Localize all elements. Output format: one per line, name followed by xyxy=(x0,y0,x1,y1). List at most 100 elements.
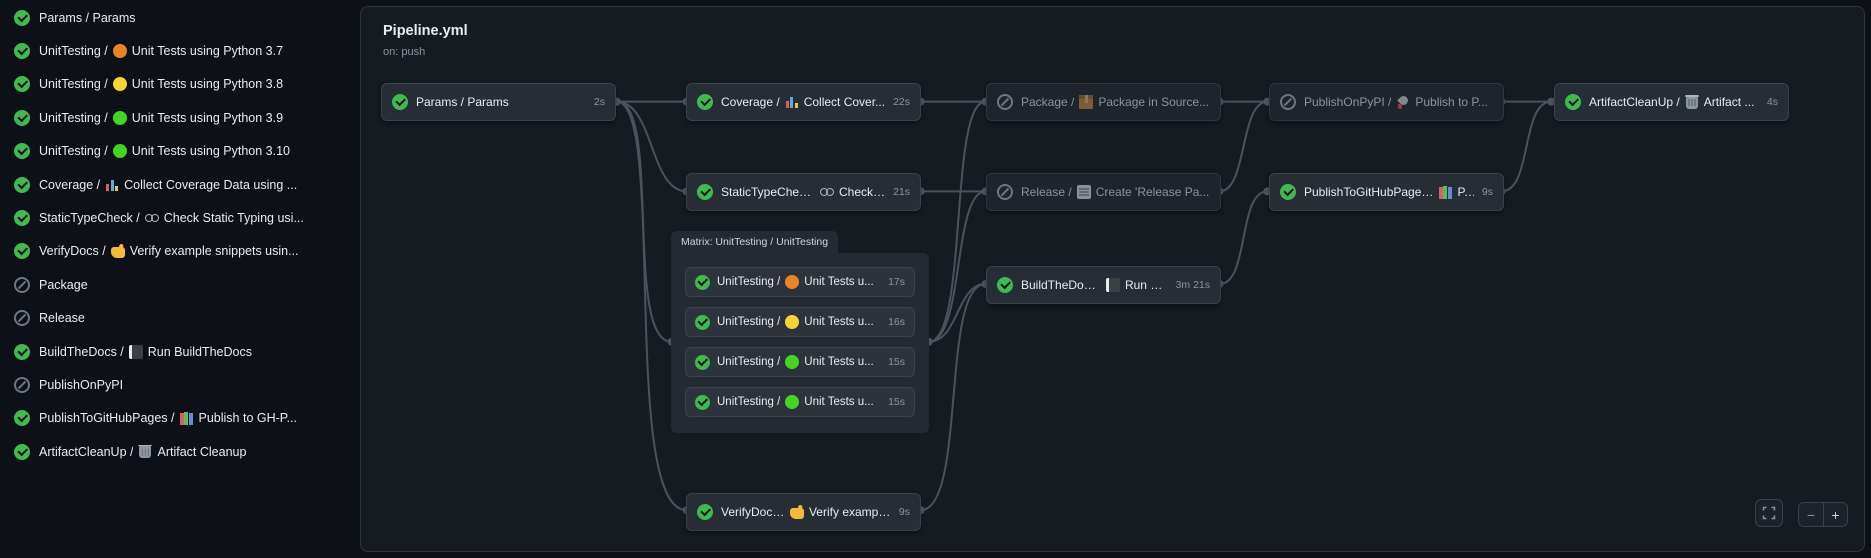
node-duration: 15s xyxy=(888,356,905,368)
node-verifydocs[interactable]: VerifyDocs /Verify exampl... 9s xyxy=(686,493,921,531)
node-statictypecheck[interactable]: StaticTypeCheck /Check ... 21s xyxy=(686,173,921,211)
node-duration: 2s xyxy=(593,96,605,108)
sidebar-item-package[interactable]: Package xyxy=(14,268,360,301)
package-icon xyxy=(1079,95,1094,109)
success-icon xyxy=(14,176,30,193)
job-label: Package xyxy=(39,277,88,292)
notebook-icon xyxy=(1105,278,1120,292)
job-label: UnitTesting / xyxy=(39,77,108,92)
success-icon xyxy=(695,354,710,370)
zoom-in-button[interactable]: + xyxy=(1823,503,1847,526)
success-icon xyxy=(695,394,710,410)
node-release[interactable]: Release /Create 'Release Pa... xyxy=(986,173,1221,211)
success-icon xyxy=(14,410,30,427)
sidebar-item-unittesting-py37[interactable]: UnitTesting /Unit Tests using Python 3.7 xyxy=(14,34,360,67)
node-publishtogithubpages[interactable]: PublishToGitHubPages /P... 9s xyxy=(1269,173,1504,211)
green-circle-icon xyxy=(112,144,127,159)
node-artifactcleanup[interactable]: ArtifactCleanUp /Artifact ... 4s xyxy=(1554,83,1789,121)
matrix-group-label: Matrix: UnitTesting / UnitTesting xyxy=(671,231,839,253)
sidebar-item-verifydocs[interactable]: VerifyDocs / Verify example snippets usin… xyxy=(14,235,360,268)
sidebar-item-release[interactable]: Release xyxy=(14,302,360,335)
node-params[interactable]: Params / Params 2s xyxy=(381,83,616,121)
node-unittesting-py310[interactable]: UnitTesting /Unit Tests u... 15s xyxy=(685,387,915,417)
yellow-circle-icon xyxy=(785,315,800,329)
node-label: BuildTheDocs /Run B... xyxy=(1021,278,1168,292)
sidebar-item-params[interactable]: Params / Params xyxy=(14,1,360,34)
job-label: ArtifactCleanUp / xyxy=(39,444,134,459)
job-label: PublishToGitHubPages / xyxy=(39,411,175,426)
skipped-icon xyxy=(997,94,1013,110)
books-icon xyxy=(179,411,194,426)
success-icon xyxy=(392,94,408,110)
skipped-icon xyxy=(14,276,30,293)
sidebar-item-unittesting-py38[interactable]: UnitTesting /Unit Tests using Python 3.8 xyxy=(14,68,360,101)
fullscreen-button[interactable] xyxy=(1755,499,1783,527)
sidebar-item-artifactcleanup[interactable]: ArtifactCleanUp / Artifact Cleanup xyxy=(14,435,360,468)
success-icon xyxy=(14,243,30,260)
green-circle-icon xyxy=(785,355,800,369)
node-unittesting-py38[interactable]: UnitTesting /Unit Tests u... 16s xyxy=(685,307,915,337)
node-package[interactable]: Package /Package in Source... xyxy=(986,83,1221,121)
node-label: ArtifactCleanUp /Artifact ... xyxy=(1589,95,1755,109)
node-unittesting-py39[interactable]: UnitTesting /Unit Tests u... 15s xyxy=(685,347,915,377)
node-duration: 16s xyxy=(888,316,905,328)
job-label: UnitTesting / xyxy=(39,110,108,125)
wastebasket-icon xyxy=(138,444,153,459)
node-label: StaticTypeCheck /Check ... xyxy=(721,185,886,199)
skipped-icon xyxy=(14,310,30,327)
sidebar-item-unittesting-py310[interactable]: UnitTesting /Unit Tests using Python 3.1… xyxy=(14,135,360,168)
zoom-out-button[interactable]: − xyxy=(1799,503,1823,526)
notebook-icon xyxy=(128,344,143,359)
thumbs-up-icon xyxy=(789,507,804,519)
success-icon xyxy=(697,504,713,520)
orange-circle-icon xyxy=(785,275,800,289)
node-coverage[interactable]: Coverage /Collect Cover... 22s xyxy=(686,83,921,121)
success-icon xyxy=(1565,94,1581,110)
success-icon xyxy=(14,76,30,93)
success-icon xyxy=(697,94,713,110)
job-label: Run BuildTheDocs xyxy=(147,344,252,359)
job-label: Verify example snippets usin... xyxy=(129,244,299,259)
job-label: Artifact Cleanup xyxy=(157,444,247,459)
sidebar-item-publishonpypi[interactable]: PublishOnPyPI xyxy=(14,368,360,401)
bar-chart-icon xyxy=(105,177,120,192)
skipped-icon xyxy=(997,184,1013,200)
success-icon xyxy=(14,210,30,227)
thumbs-up-icon xyxy=(110,246,125,258)
yellow-circle-icon xyxy=(112,77,127,92)
wastebasket-icon xyxy=(1684,95,1699,109)
job-label: Publish to GH-P... xyxy=(198,411,297,426)
node-duration: 22s xyxy=(893,96,910,108)
success-icon xyxy=(14,9,30,26)
success-icon xyxy=(1280,184,1296,200)
success-icon xyxy=(997,277,1013,293)
node-label: Params / Params xyxy=(416,95,509,109)
success-icon xyxy=(14,43,30,60)
node-buildthedocs[interactable]: BuildTheDocs /Run B... 3m 21s xyxy=(986,266,1221,304)
skipped-icon xyxy=(1280,94,1296,110)
node-unittesting-py37[interactable]: UnitTesting /Unit Tests u... 17s xyxy=(685,267,915,297)
glasses-icon xyxy=(144,211,159,225)
node-duration: 4s xyxy=(1766,96,1778,108)
job-label: StaticTypeCheck / xyxy=(39,211,140,226)
workflow-trigger: on: push xyxy=(383,46,426,58)
node-label: Release /Create 'Release Pa... xyxy=(1021,185,1210,199)
success-icon xyxy=(697,184,713,200)
job-label: VerifyDocs / xyxy=(39,244,106,259)
sidebar-item-publishtogithubpages[interactable]: PublishToGitHubPages / Publish to GH-P... xyxy=(14,402,360,435)
node-duration: 9s xyxy=(1481,186,1493,198)
rocket-icon xyxy=(1396,95,1410,109)
success-icon xyxy=(14,109,30,126)
node-duration: 15s xyxy=(888,396,905,408)
sidebar-item-buildthedocs[interactable]: BuildTheDocs /Run BuildTheDocs xyxy=(14,335,360,368)
node-label: Coverage /Collect Cover... xyxy=(721,95,886,109)
node-duration: 21s xyxy=(893,186,910,198)
success-icon xyxy=(695,314,710,330)
sidebar-item-coverage[interactable]: Coverage /Collect Coverage Data using ..… xyxy=(14,168,360,201)
success-icon xyxy=(14,443,30,460)
sidebar-item-statictypecheck[interactable]: StaticTypeCheck /Check Static Typing usi… xyxy=(14,201,360,234)
sidebar-item-unittesting-py39[interactable]: UnitTesting /Unit Tests using Python 3.9 xyxy=(14,101,360,134)
node-publishonpypi[interactable]: PublishOnPyPI /Publish to P... xyxy=(1269,83,1504,121)
fullscreen-icon xyxy=(1762,506,1776,520)
job-label: Collect Coverage Data using ... xyxy=(124,177,298,192)
